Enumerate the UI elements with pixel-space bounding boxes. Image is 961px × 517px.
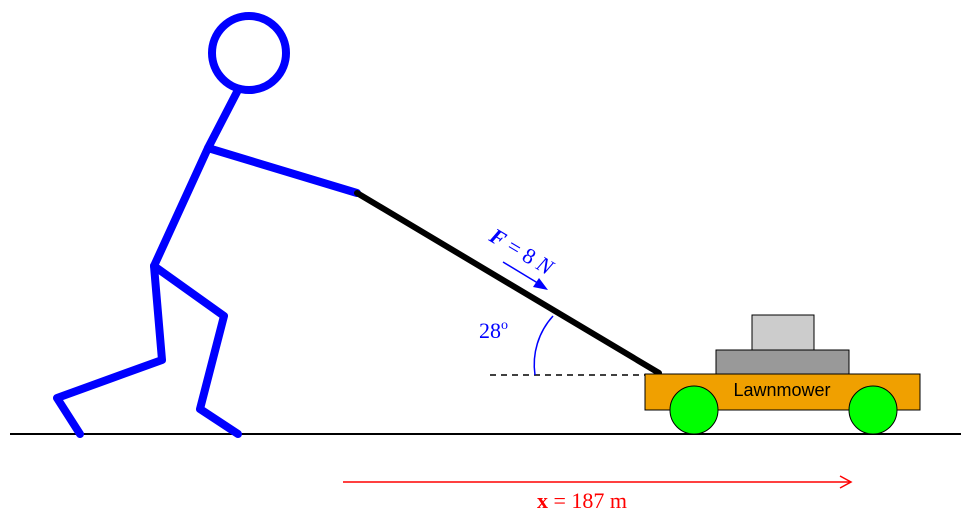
- mower-rear-wheel: [669, 385, 719, 435]
- figure-head: [208, 12, 290, 94]
- force-label: F = 8 N: [485, 222, 559, 280]
- figure-arm: [204, 144, 361, 197]
- displacement-label: x = 187 m: [537, 488, 627, 513]
- mower-front-wheel: [848, 385, 898, 435]
- angle-unit: o: [501, 318, 508, 333]
- mower-label: Lawnmower: [733, 380, 830, 400]
- mower-handle: [354, 190, 662, 376]
- displacement-symbol: x: [537, 488, 548, 513]
- mower-engine-base: [715, 349, 850, 375]
- angle-arc: [533, 315, 554, 376]
- figure-torso: [150, 86, 242, 270]
- lawnmower: Lawnmower: [644, 314, 921, 435]
- force-direction-arrow: [502, 261, 548, 290]
- angle-value: 28: [479, 318, 501, 343]
- displacement-value: = 187 m: [548, 488, 627, 513]
- angle-label: 28o: [479, 318, 508, 343]
- figure-back-leg: [53, 262, 166, 438]
- figure-front-leg: [150, 262, 242, 438]
- mower-engine-top: [751, 314, 815, 351]
- displacement-arrow: [343, 475, 853, 489]
- stick-figure: [53, 12, 361, 438]
